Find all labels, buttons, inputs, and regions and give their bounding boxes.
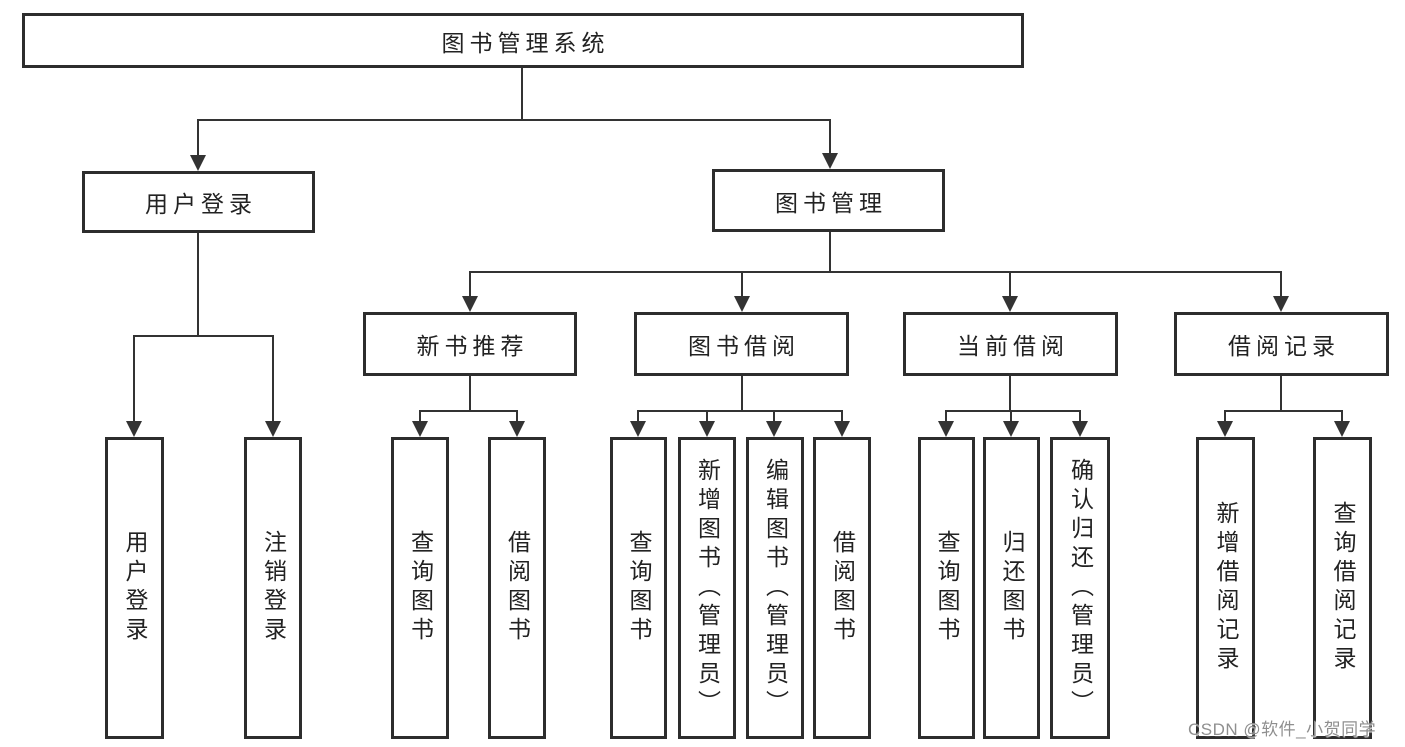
leaf-cb-confirm-return-admin-label: 确认归还（管理员） bbox=[1067, 457, 1094, 719]
connector-root-stem bbox=[521, 68, 523, 121]
connector-drop-book-borrowing bbox=[741, 271, 743, 300]
connector-drop-bb-borrow bbox=[841, 410, 843, 423]
connector-book-borrowing-stem bbox=[741, 376, 743, 412]
arrowhead-br-query bbox=[1334, 421, 1350, 437]
leaf-cb-query-book: 查询图书 bbox=[918, 437, 975, 739]
connector-new-book-rail bbox=[419, 410, 518, 412]
arrowhead-leaf-user-login bbox=[126, 421, 142, 437]
leaf-nb-query-book-label: 查询图书 bbox=[407, 530, 434, 646]
leaf-bb-add-book-admin: 新增图书（管理员） bbox=[678, 437, 736, 739]
arrowhead-current-borrowing bbox=[1002, 296, 1018, 312]
arrowhead-bb-query bbox=[630, 421, 646, 437]
connector-user-login-rail bbox=[133, 335, 274, 337]
leaf-cb-return-book: 归还图书 bbox=[983, 437, 1040, 739]
connector-drop-cb-return bbox=[1010, 410, 1012, 423]
connector-current-borrowing-stem bbox=[1009, 376, 1011, 412]
connector-book-borrowing-rail bbox=[637, 410, 843, 412]
node-current-borrowing-label: 当前借阅 bbox=[957, 333, 1069, 359]
arrowhead-cb-return bbox=[1003, 421, 1019, 437]
arrowhead-book-borrowing bbox=[734, 296, 750, 312]
connector-level2-rail bbox=[197, 119, 831, 121]
leaf-nb-borrow-book: 借阅图书 bbox=[488, 437, 546, 739]
leaf-nb-borrow-book-label: 借阅图书 bbox=[504, 530, 531, 646]
arrowhead-bb-borrow bbox=[834, 421, 850, 437]
node-book-borrowing: 图书借阅 bbox=[634, 312, 849, 376]
leaf-bb-add-book-admin-label: 新增图书（管理员） bbox=[694, 457, 721, 719]
connector-drop-leaf-user-login bbox=[133, 335, 135, 423]
node-book-borrowing-label: 图书借阅 bbox=[688, 333, 800, 359]
node-book-management-label: 图书管理 bbox=[775, 189, 887, 216]
arrowhead-book-management bbox=[822, 153, 838, 169]
connector-level3-rail bbox=[470, 271, 1282, 273]
leaf-cb-return-book-label: 归还图书 bbox=[999, 530, 1025, 646]
arrowhead-user-login bbox=[190, 155, 206, 171]
leaf-bb-query-book-label: 查询图书 bbox=[626, 530, 652, 646]
watermark-text: CSDN @软件_小贺同学 bbox=[1188, 720, 1377, 739]
node-library-management-system: 图书管理系统 bbox=[22, 13, 1024, 68]
leaf-br-add-record: 新增借阅记录 bbox=[1196, 437, 1255, 739]
connector-drop-br-add bbox=[1224, 410, 1226, 423]
leaf-cb-query-book-label: 查询图书 bbox=[934, 530, 960, 646]
connector-drop-br-query bbox=[1341, 410, 1343, 423]
arrowhead-cb-query bbox=[938, 421, 954, 437]
connector-drop-nb-query bbox=[419, 410, 421, 423]
leaf-bb-borrow-book: 借阅图书 bbox=[813, 437, 871, 739]
connector-drop-book-management bbox=[829, 119, 831, 156]
arrowhead-bb-add bbox=[699, 421, 715, 437]
node-book-management: 图书管理 bbox=[712, 169, 945, 232]
node-borrowing-records-label: 借阅记录 bbox=[1228, 333, 1340, 359]
leaf-user-login: 用户登录 bbox=[105, 437, 164, 739]
node-borrowing-records: 借阅记录 bbox=[1174, 312, 1389, 376]
connector-drop-nb-borrow bbox=[516, 410, 518, 423]
leaf-br-query-record-label: 查询借阅记录 bbox=[1330, 501, 1356, 675]
connector-new-book-stem bbox=[469, 376, 471, 412]
leaf-logout-label: 注销登录 bbox=[260, 530, 287, 646]
node-current-borrowing: 当前借阅 bbox=[903, 312, 1118, 376]
leaf-user-login-label: 用户登录 bbox=[122, 530, 148, 646]
connector-drop-leaf-logout bbox=[272, 335, 274, 423]
connector-drop-cb-query bbox=[945, 410, 947, 423]
leaf-br-add-record-label: 新增借阅记录 bbox=[1213, 501, 1239, 675]
leaf-cb-confirm-return-admin: 确认归还（管理员） bbox=[1050, 437, 1110, 739]
connector-drop-cb-confirm bbox=[1079, 410, 1081, 423]
leaf-bb-borrow-book-label: 借阅图书 bbox=[829, 530, 856, 646]
connector-book-management-stem bbox=[829, 232, 831, 273]
node-user-login-label: 用户登录 bbox=[145, 191, 257, 217]
leaf-bb-edit-book-admin: 编辑图书（管理员） bbox=[746, 437, 804, 739]
arrowhead-br-add bbox=[1217, 421, 1233, 437]
connector-drop-new-book bbox=[469, 271, 471, 300]
connector-drop-bb-add bbox=[706, 410, 708, 423]
arrowhead-bb-edit bbox=[766, 421, 782, 437]
leaf-bb-edit-book-admin-label: 编辑图书（管理员） bbox=[762, 457, 789, 719]
connector-current-borrowing-rail bbox=[945, 410, 1081, 412]
node-user-login: 用户登录 bbox=[82, 171, 315, 233]
leaf-nb-query-book: 查询图书 bbox=[391, 437, 449, 739]
node-library-management-system-label: 图书管理系统 bbox=[441, 29, 610, 56]
connector-borrowing-records-stem bbox=[1280, 376, 1282, 412]
connector-drop-bb-query bbox=[637, 410, 639, 423]
connector-drop-user-login bbox=[197, 119, 199, 158]
leaf-br-query-record: 查询借阅记录 bbox=[1313, 437, 1372, 739]
node-new-book-recommend-label: 新书推荐 bbox=[416, 333, 529, 359]
arrowhead-leaf-logout bbox=[265, 421, 281, 437]
connector-drop-bb-edit bbox=[773, 410, 775, 423]
arrowhead-borrowing-records bbox=[1273, 296, 1289, 312]
connector-user-login-stem bbox=[197, 233, 199, 337]
arrowhead-nb-borrow bbox=[509, 421, 525, 437]
node-new-book-recommend: 新书推荐 bbox=[363, 312, 577, 376]
arrowhead-nb-query bbox=[412, 421, 428, 437]
arrowhead-new-book bbox=[462, 296, 478, 312]
leaf-logout: 注销登录 bbox=[244, 437, 302, 739]
connector-borrowing-records-rail bbox=[1224, 410, 1343, 412]
connector-drop-borrowing-records bbox=[1280, 271, 1282, 300]
connector-drop-current-borrowing bbox=[1009, 271, 1011, 300]
arrowhead-cb-confirm bbox=[1072, 421, 1088, 437]
leaf-bb-query-book: 查询图书 bbox=[610, 437, 667, 739]
